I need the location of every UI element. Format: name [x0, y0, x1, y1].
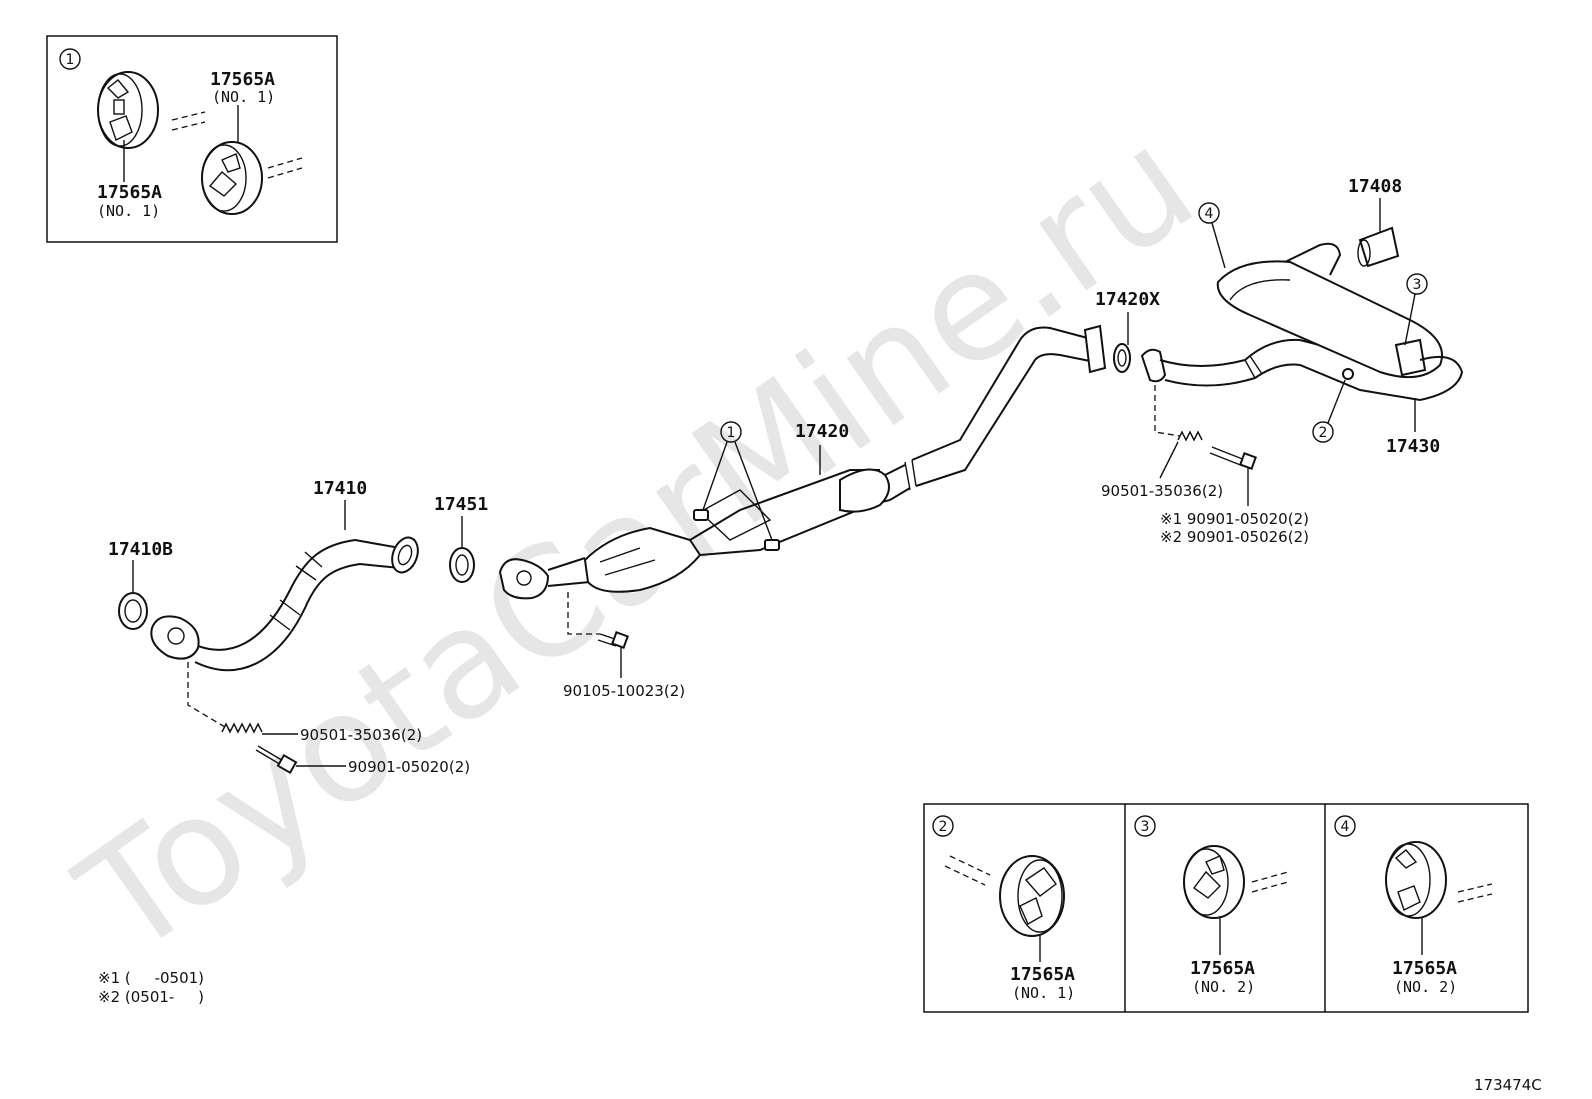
leader-line [1159, 441, 1179, 479]
bolt-icon [1209, 446, 1257, 470]
hanger-rod-dashed [1251, 871, 1289, 893]
gasket-17410b [118, 592, 148, 630]
inset-panel-2: 2 17565A (NO. 1) [932, 815, 1075, 1002]
hanger-rubber-icon [201, 141, 263, 215]
label-17451: 17451 [434, 494, 488, 515]
label-bolt-front: 90901-05020(2) [348, 758, 470, 776]
gasket-17420x [1113, 343, 1131, 373]
inset-hanger-1: 1 17565A (NO. 1) 17565A (NO. 1) [46, 35, 338, 243]
svg-text:1: 1 [727, 425, 736, 441]
svg-text:4: 4 [1205, 206, 1214, 222]
label-17410b: 17410B [108, 539, 173, 560]
svg-text:2: 2 [1319, 425, 1328, 441]
svg-text:4: 4 [1341, 819, 1350, 835]
svg-text:(NO. 2): (NO. 2) [1192, 978, 1255, 996]
svg-text:(NO. 1): (NO. 1) [1012, 984, 1075, 1002]
callout-2: 2 [1312, 379, 1346, 443]
hanger-rod-dashed [1457, 883, 1493, 903]
bolt-icon [255, 745, 298, 775]
spring-icon [1177, 430, 1203, 442]
inset-panel-4: 4 17565A (NO. 2) [1334, 815, 1493, 996]
svg-text:3: 3 [1413, 277, 1422, 293]
tail-pipe-17430 [1140, 242, 1464, 401]
label-spring-rear: 90501-35036(2) [1101, 482, 1223, 500]
center-pipe-17420 [498, 324, 1107, 600]
callout-3: 3 [1404, 273, 1428, 346]
inset-part-number: 17565A [97, 182, 162, 203]
inset-panel-3: 3 17565A (NO. 2) [1134, 815, 1289, 996]
dashed-guide [1154, 385, 1181, 437]
spring-icon [221, 722, 263, 734]
inset-callout-circle [59, 48, 81, 70]
bolt-icon [597, 631, 629, 649]
inset-part-note: (NO. 1) [97, 202, 160, 220]
svg-text:17565A: 17565A [1190, 958, 1255, 979]
callout-4: 4 [1198, 202, 1226, 269]
inset-frame [46, 35, 338, 243]
label-17410: 17410 [313, 478, 367, 499]
tail-tip-17408 [1357, 226, 1400, 268]
dashed-guide [187, 662, 231, 731]
label-bolt-mid: 90105-10023(2) [563, 682, 685, 700]
hanger-rubber-icon [999, 855, 1065, 937]
svg-text:3: 3 [1141, 819, 1150, 835]
label-bolt-rear-1: ※1 90901-05020(2) [1160, 510, 1309, 528]
svg-text:2: 2 [939, 819, 948, 835]
svg-text:(NO. 2): (NO. 2) [1394, 978, 1457, 996]
inset-part-number: 17565A [210, 69, 275, 90]
inset-frame [923, 803, 1529, 1013]
legend-line-2: ※2 (0501- ) [98, 988, 204, 1006]
label-17430: 17430 [1386, 436, 1440, 457]
inset-callout-number: 1 [66, 52, 75, 68]
hanger-rod-dashed [267, 157, 303, 179]
svg-text:17565A: 17565A [1392, 958, 1457, 979]
inset-part-note: (NO. 1) [212, 88, 275, 106]
label-bolt-rear-2: ※2 90901-05026(2) [1160, 528, 1309, 546]
label-17420x: 17420X [1095, 289, 1160, 310]
label-17420: 17420 [795, 421, 849, 442]
gasket-17451 [449, 547, 475, 583]
diagram-code: 173474C [1474, 1076, 1542, 1094]
hanger-rubber-icon [1385, 841, 1447, 919]
svg-text:17565A: 17565A [1010, 964, 1075, 985]
label-17408: 17408 [1348, 176, 1402, 197]
front-pipe-17410 [150, 536, 419, 672]
legend-line-1: ※1 ( -0501) [98, 969, 204, 987]
inset-hangers-2-4: 2 17565A (NO. 1) 3 17565A [923, 803, 1529, 1013]
label-spring-front: 90501-35036(2) [300, 726, 422, 744]
dashed-guide [567, 592, 600, 635]
callout-1: 1 [702, 421, 773, 541]
hanger-rubber-icon [1183, 845, 1245, 919]
hanger-rod-dashed [171, 111, 206, 131]
hanger-rubber-icon [97, 71, 159, 149]
hanger-rod-dashed [944, 855, 991, 886]
